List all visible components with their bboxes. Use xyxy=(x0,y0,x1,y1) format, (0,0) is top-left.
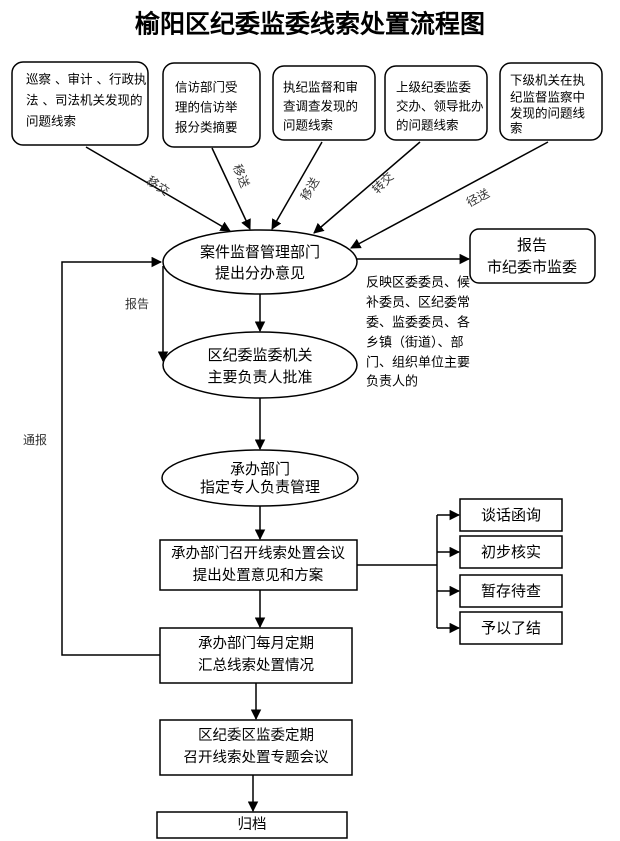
report-condition-text: 反映区委委员、候 补委员、区纪委常 委、监委委员、各 乡镇（街道）、部 门、组织… xyxy=(366,276,470,390)
option-label: 予以了结 xyxy=(481,619,541,637)
option-preliminary-verification: 初步核实 xyxy=(459,535,563,569)
arrow-source-5 xyxy=(350,141,549,249)
source-box-line: 理的信访举 xyxy=(175,100,238,115)
condition-line: 门、组织单位主要 xyxy=(366,356,470,371)
report-city-box: 报告 市纪委市监委 xyxy=(469,228,596,284)
source-box-supervision-investigation: 执纪监督和审 查调查发现的 问题线索 xyxy=(272,65,376,141)
arrow-notify-loop xyxy=(61,256,163,656)
source-box-line: 问题线索 xyxy=(26,114,76,129)
node-line: 市纪委市监委 xyxy=(487,258,577,276)
option-pending-review: 暂存待查 xyxy=(459,574,563,608)
node-line: 提出分办意见 xyxy=(215,264,305,282)
source-box-petition: 信访部门受 理的信访举 报分类摘要 xyxy=(162,62,261,148)
arrow-label-forward: 转交 xyxy=(369,169,397,197)
source-box-line: 上级纪委监委 xyxy=(396,80,472,95)
option-label: 暂存待查 xyxy=(481,582,541,600)
option-label: 初步核实 xyxy=(481,543,541,561)
arrow-source-4 xyxy=(313,141,421,234)
page-title: 榆阳区纪委监委线索处置流程图 xyxy=(135,10,485,39)
arrow-label-direct-send: 径送 xyxy=(464,185,492,210)
node-line: 提出处置意见和方案 xyxy=(193,566,324,584)
report-label: 报告 xyxy=(125,296,149,311)
approval-node: 区纪委监委机关 主要负责人批准 xyxy=(162,331,358,399)
source-box-line: 索 xyxy=(510,121,523,136)
arrow-source-3 xyxy=(271,141,323,230)
option-close-case: 予以了结 xyxy=(459,611,563,645)
option-label: 谈话函询 xyxy=(481,506,541,524)
source-box-line: 查调查发现的 xyxy=(283,99,358,114)
source-box-line: 信访部门受 xyxy=(175,80,238,95)
condition-line: 反映区委委员、候 xyxy=(366,276,470,291)
case-management-node: 案件监督管理部门 提出分办意见 xyxy=(162,229,358,295)
arrow-label-send: 移送 xyxy=(230,162,253,190)
node-line: 归档 xyxy=(238,816,267,833)
condition-line: 补委员、区纪委常 xyxy=(366,296,470,311)
condition-line: 乡镇（街道）、部 xyxy=(366,336,464,351)
arrow-source-1 xyxy=(85,146,231,232)
node-line: 承办部门每月定期 xyxy=(198,635,314,652)
source-box-line: 纪监督监察中 xyxy=(510,90,585,105)
special-meeting-box: 区纪委区监委定期 召开线索处置专题会议 xyxy=(159,719,353,776)
source-box-line: 的问题线索 xyxy=(396,118,459,133)
option-talk-inquiry: 谈话函询 xyxy=(459,498,563,532)
node-line: 主要负责人批准 xyxy=(207,368,312,386)
archive-box: 归档 xyxy=(156,811,348,839)
source-box-line: 法 、司法机关发现的 xyxy=(26,93,142,108)
source-box-subordinate-found: 下级机关在执 纪监督监察中 发现的问题线 索 xyxy=(499,62,603,141)
source-box-line: 问题线索 xyxy=(283,118,333,133)
node-line: 承办部门召开线索处置会议 xyxy=(171,545,345,562)
source-box-superior-assigned: 上级纪委监委 交办、领导批办 的问题线索 xyxy=(384,65,488,141)
undertaking-node: 承办部门 指定专人负责管理 xyxy=(161,449,359,507)
arrow-source-2 xyxy=(211,147,251,230)
node-line: 报告 xyxy=(517,236,547,254)
source-box-line: 下级机关在执 xyxy=(510,73,586,88)
monthly-summary-box: 承办部门每月定期 汇总线索处置情况 xyxy=(159,627,353,684)
disposal-meeting-box: 承办部门召开线索处置会议 提出处置意见和方案 xyxy=(159,539,358,591)
condition-line: 委、监委委员、各 xyxy=(366,315,470,331)
source-box-line: 执纪监督和审 xyxy=(283,80,358,95)
node-line: 指定专人负责管理 xyxy=(200,478,320,496)
node-line: 承办部门 xyxy=(230,460,290,478)
node-line: 召开线索处置专题会议 xyxy=(184,749,329,766)
node-line: 区纪委监委机关 xyxy=(207,346,312,364)
node-line: 区纪委区监委定期 xyxy=(198,727,314,744)
source-box-line: 发现的问题线 xyxy=(510,106,586,121)
node-line: 案件监督管理部门 xyxy=(200,243,320,261)
notify-label: 通报 xyxy=(23,432,47,447)
condition-line: 负责人的 xyxy=(366,374,418,390)
source-box-inspection-audit: 巡察 、审计 、行政执 法 、司法机关发现的 问题线索 xyxy=(11,61,149,146)
source-box-line: 交办、领导批办 xyxy=(396,99,484,114)
source-box-line: 巡察 、审计 、行政执 xyxy=(26,72,147,87)
node-line: 汇总线索处置情况 xyxy=(198,657,314,674)
source-box-line: 报分类摘要 xyxy=(175,120,238,135)
